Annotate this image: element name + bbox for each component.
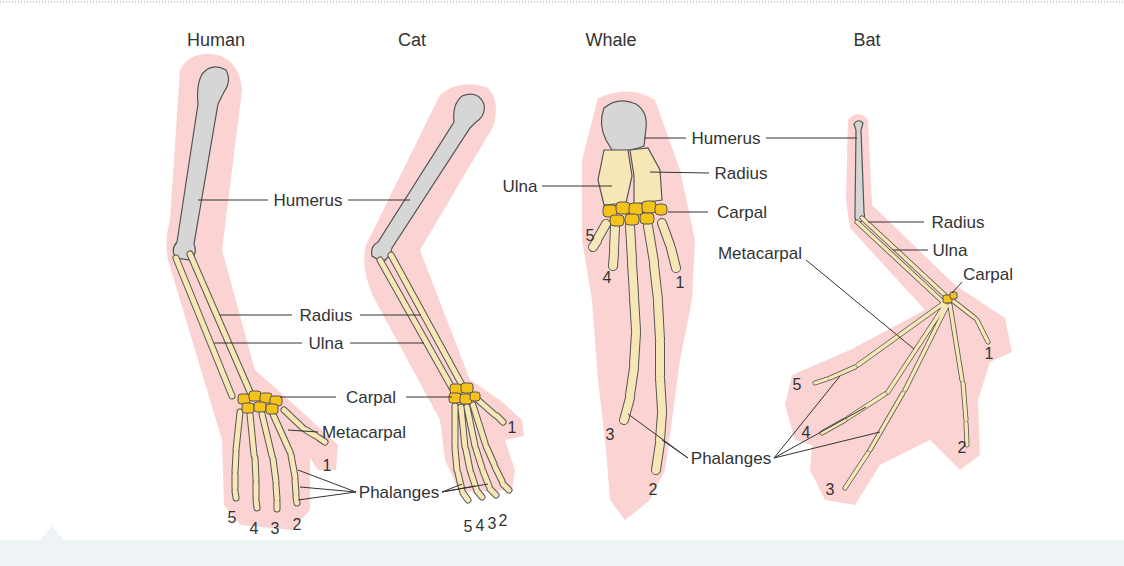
digit-number: 5	[586, 228, 595, 244]
carpal-bone	[625, 214, 639, 225]
part-label: Radius	[300, 307, 353, 324]
digit-number: 2	[293, 517, 302, 533]
carpal-bone	[266, 404, 278, 414]
part-label: Ulna	[503, 178, 538, 195]
bat-bone-fill	[815, 218, 988, 488]
carpal-bone	[610, 215, 624, 226]
digit-number: 2	[649, 482, 658, 498]
part-label: Ulna	[309, 335, 344, 352]
part-label: Carpal	[346, 389, 396, 406]
digit-number: 3	[488, 516, 497, 532]
carpal-bones	[238, 201, 957, 414]
carpal-bone	[642, 201, 656, 213]
digit-number: 2	[958, 440, 967, 456]
carpal-bone	[249, 391, 261, 401]
whale-radius	[630, 148, 662, 204]
part-label: Phalanges	[359, 484, 439, 501]
limb-title: Cat	[398, 31, 426, 49]
band-pointer	[40, 526, 64, 540]
digit-number: 1	[985, 346, 994, 362]
top-rule	[0, 2, 1124, 3]
whale-bone-outline	[593, 223, 676, 470]
carpal-bone	[461, 383, 473, 393]
whale-flesh	[582, 91, 695, 520]
cat-humerus	[372, 94, 485, 262]
human-cat-bone-outline	[176, 254, 509, 509]
part-label: Humerus	[274, 192, 343, 209]
carpal-bone	[616, 202, 630, 214]
carpal-bone	[449, 393, 461, 403]
carpal-bone	[655, 204, 667, 215]
digit-number: 3	[271, 521, 280, 537]
carpal-bone	[254, 402, 266, 412]
part-label: Metacarpal	[718, 245, 802, 262]
leader-lines	[198, 138, 962, 500]
digit-number: 4	[603, 270, 612, 286]
part-label: Metacarpal	[322, 424, 406, 441]
digit-number: 2	[499, 513, 508, 529]
part-label: Phalanges	[691, 450, 771, 467]
whale-humerus	[601, 101, 646, 151]
part-label: Radius	[715, 165, 768, 182]
bat-bone-outline	[815, 218, 988, 488]
part-label: Carpal	[717, 204, 767, 221]
part-label: Carpal	[963, 266, 1013, 283]
whale-ulna	[598, 150, 632, 205]
human-humerus	[173, 67, 228, 260]
part-label: Humerus	[692, 130, 761, 147]
digit-number: 1	[508, 420, 517, 436]
human-cat-bone-fill	[176, 254, 509, 509]
carpal-bone	[640, 213, 654, 224]
limb-title: Human	[187, 31, 245, 49]
digit-number: 5	[793, 377, 802, 393]
digit-number: 5	[464, 519, 473, 535]
bat-humerus	[854, 121, 865, 222]
digit-number: 4	[476, 518, 485, 534]
bottom-band	[0, 540, 1124, 566]
digit-number: 3	[826, 482, 835, 498]
part-label: Ulna	[933, 242, 968, 259]
carpal-bone	[629, 203, 643, 215]
whale-forearm	[598, 148, 662, 205]
humerus-bones	[173, 67, 864, 262]
digit-number: 1	[676, 275, 685, 291]
digit-number: 4	[802, 425, 811, 441]
carpal-bone	[470, 392, 480, 401]
whale-bone-fill	[593, 223, 676, 470]
digit-number: 5	[228, 510, 237, 526]
digit-number: 3	[606, 427, 615, 443]
digit-number: 1	[323, 458, 332, 474]
bat-flesh	[785, 114, 1012, 505]
digit-number: 4	[250, 521, 259, 537]
carpal-bone	[242, 403, 254, 413]
limb-title: Whale	[585, 31, 636, 49]
part-label: Radius	[932, 214, 985, 231]
limb-title: Bat	[853, 31, 880, 49]
carpal-bone	[950, 292, 957, 299]
